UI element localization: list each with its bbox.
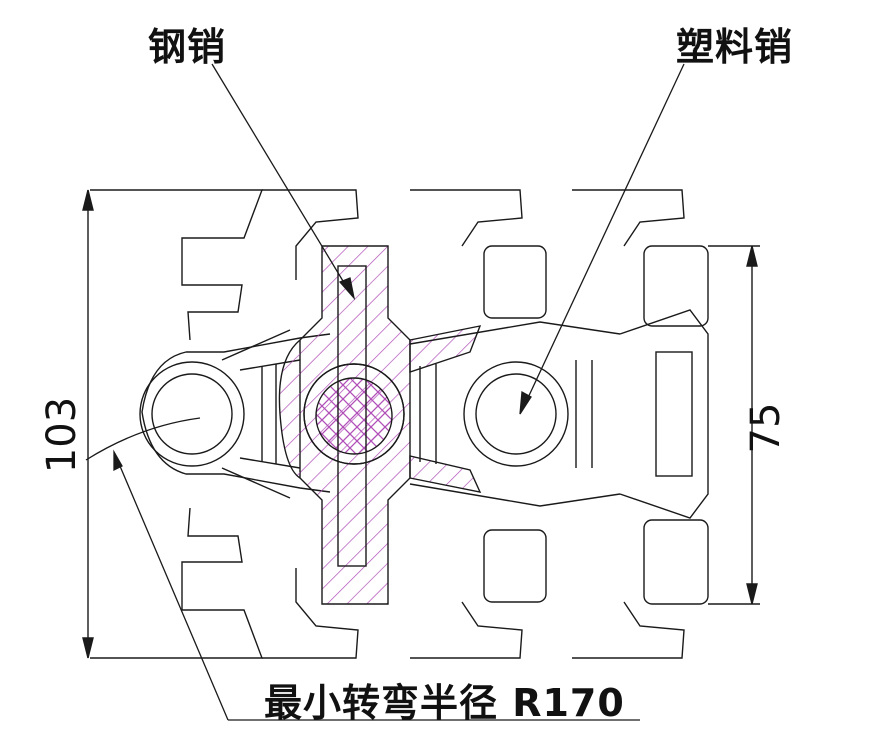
leader-steel-pin [211, 63, 356, 301]
overall-height-label: 103 [39, 396, 85, 474]
leader-plastic-pin [519, 63, 685, 415]
plastic-pin-label: 塑料销 [676, 25, 794, 69]
link-height-label: 75 [743, 402, 789, 454]
steel-pin-section [278, 245, 482, 605]
min-radius-label: 最小转弯半径 R170 [264, 681, 625, 725]
link-body-right [619, 245, 709, 605]
link-body-middle [409, 245, 621, 603]
steel-pin-label: 钢销 [148, 25, 227, 69]
top-tooth-profile [90, 189, 685, 341]
bottom-tooth-profile [90, 507, 685, 659]
leader-min-radius [85, 417, 640, 721]
dimension-75 [708, 245, 760, 605]
dimension-103 [82, 189, 94, 659]
link-body-left [139, 329, 331, 499]
